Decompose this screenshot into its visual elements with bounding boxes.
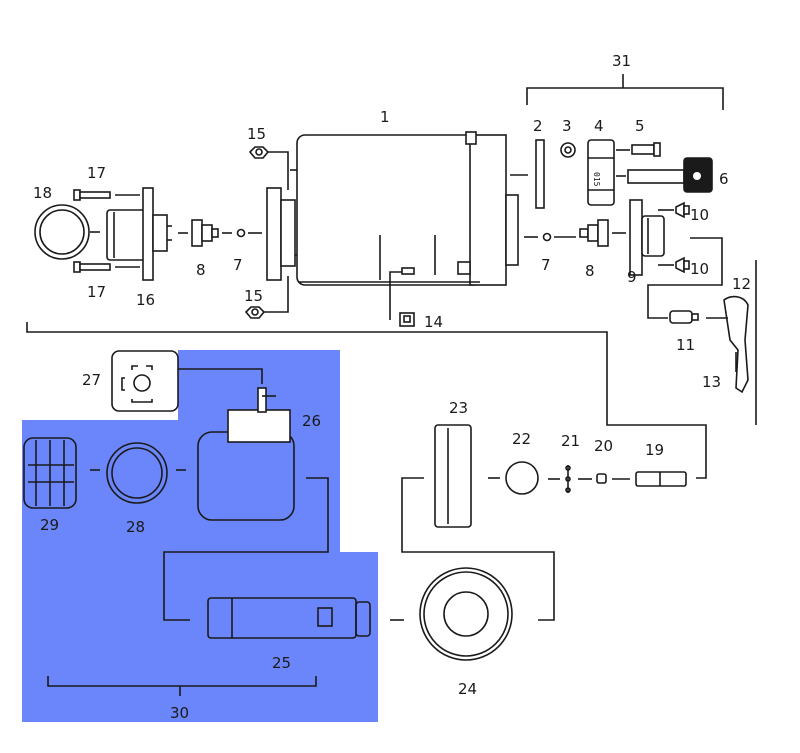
part-6-knob (627, 157, 713, 193)
label-11: 11 (676, 336, 695, 354)
label-10-bottom: 10 (690, 260, 709, 278)
part-10-screw-bottom (675, 256, 690, 274)
part-23-cap (434, 424, 472, 528)
label-18: 18 (33, 184, 52, 202)
label-17-bottom: 17 (87, 283, 106, 301)
label-3: 3 (562, 117, 572, 135)
label-29: 29 (40, 516, 59, 534)
part-17-screw-top (73, 189, 111, 201)
part-14-nut (389, 267, 415, 327)
highlight-region (22, 350, 378, 722)
part-2-gasket (535, 139, 545, 209)
part-22-o-ring (505, 461, 539, 495)
label-16: 16 (136, 291, 155, 309)
part-4-switch-block: 015 (587, 139, 615, 206)
part-16-housing (106, 187, 172, 281)
part-5-pin (631, 142, 661, 157)
label-8-right: 8 (585, 262, 595, 280)
label-20: 20 (594, 437, 613, 455)
body-flange (266, 187, 296, 281)
label-27: 27 (82, 371, 101, 389)
part-9-housing (629, 199, 665, 276)
part-29-knurled-nut (23, 437, 77, 509)
label-4: 4 (594, 117, 604, 135)
label-7-left: 7 (233, 256, 243, 274)
label-31: 31 (612, 52, 631, 70)
part-7-ball-left (236, 228, 246, 238)
label-23: 23 (449, 399, 468, 417)
label-14: 14 (424, 313, 443, 331)
label-5: 5 (635, 117, 645, 135)
label-22: 22 (512, 430, 531, 448)
label-30: 30 (170, 704, 189, 722)
label-7-right: 7 (541, 256, 551, 274)
part-26-coil (197, 387, 295, 521)
label-2: 2 (533, 117, 543, 135)
label-13: 13 (702, 373, 721, 391)
part-10-screw-top (675, 201, 690, 219)
part-7-ball-right (542, 232, 552, 242)
part-1-motor-body (290, 131, 519, 286)
label-10-top: 10 (690, 206, 709, 224)
part-12-13-lever (723, 295, 749, 394)
part-19-sleeve (635, 471, 687, 487)
label-15-bottom: 15 (244, 287, 263, 305)
part-11-pin (669, 310, 699, 324)
part-24-ring-disc (419, 567, 513, 661)
label-21: 21 (561, 432, 580, 450)
part-27-connector (111, 350, 179, 412)
part-17-screw-bottom (73, 261, 111, 273)
label-17-top: 17 (87, 164, 106, 182)
part-8-plunger-right (579, 219, 609, 247)
part-15-nut-top (248, 146, 270, 159)
label-6: 6 (719, 170, 729, 188)
part-4-marking: 015 (592, 172, 601, 187)
label-15-top: 15 (247, 125, 266, 143)
label-8-left: 8 (196, 261, 206, 279)
part-3-washer (560, 142, 576, 158)
label-24: 24 (458, 680, 477, 698)
label-9: 9 (627, 268, 637, 286)
label-12: 12 (732, 275, 751, 293)
part-21-circlip (565, 465, 571, 493)
label-19: 19 (645, 441, 664, 459)
label-1: 1 (380, 108, 390, 126)
part-28-seal-ring (106, 442, 168, 504)
part-18-ring (34, 204, 90, 260)
label-28: 28 (126, 518, 145, 536)
part-25-armature-tube (207, 597, 371, 639)
part-20-clip (596, 473, 607, 484)
part-15-nut-bottom (244, 306, 266, 319)
label-25: 25 (272, 654, 291, 672)
part-8-plunger-left (191, 219, 219, 247)
label-26: 26 (302, 412, 321, 430)
